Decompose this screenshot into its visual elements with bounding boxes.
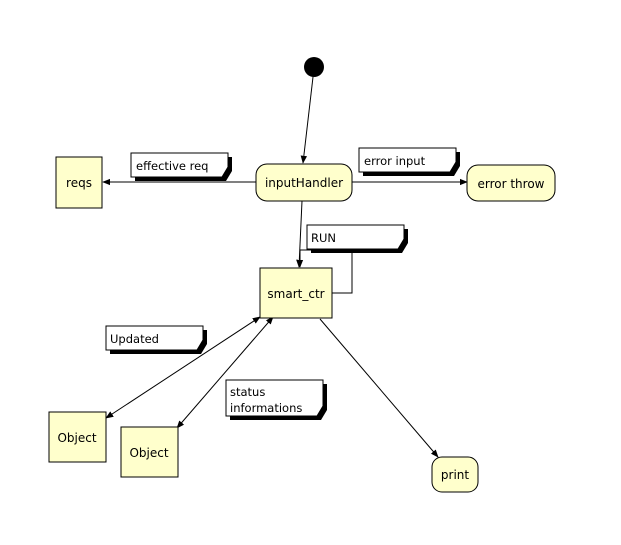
initial-state-dot	[304, 57, 324, 77]
note-updated[interactable]: Updated	[105, 325, 207, 354]
edge-smartctr-to-print	[319, 318, 439, 458]
edge-initial-to-inputhandler	[300, 76, 314, 164]
note-status-line2: informations	[230, 401, 302, 415]
edge-smartctr-to-object-right	[176, 316, 274, 429]
note-error-input[interactable]: error input	[358, 147, 460, 176]
note-run-text: RUN	[311, 231, 336, 245]
state-print[interactable]: print	[431, 456, 479, 493]
object-smartctr-label: smart_ctr	[267, 287, 324, 301]
state-error-throw[interactable]: error throw	[466, 164, 556, 202]
object-reqs[interactable]: reqs	[55, 156, 103, 209]
object-left-label: Object	[57, 431, 96, 445]
object-reqs-label: reqs	[66, 176, 92, 190]
object-smartctr[interactable]: smart_ctr	[259, 267, 333, 319]
state-inputhandler[interactable]: inputHandler	[255, 163, 353, 202]
object-right-label: Object	[129, 446, 168, 460]
object-right[interactable]: Object	[120, 426, 179, 478]
note-run[interactable]: RUN	[306, 224, 408, 253]
note-updated-text: Updated	[110, 332, 159, 346]
state-print-label: print	[441, 468, 469, 482]
note-effective-req[interactable]: effective req	[130, 152, 232, 181]
note-status-line1: status	[230, 385, 265, 399]
note-status-informations[interactable]: status informations	[225, 379, 327, 420]
state-error-throw-label: error throw	[477, 177, 544, 191]
note-error-input-text: error input	[364, 154, 426, 168]
state-inputhandler-label: inputHandler	[265, 176, 343, 190]
object-left[interactable]: Object	[48, 411, 107, 463]
note-effective-req-text: effective req	[136, 159, 209, 173]
